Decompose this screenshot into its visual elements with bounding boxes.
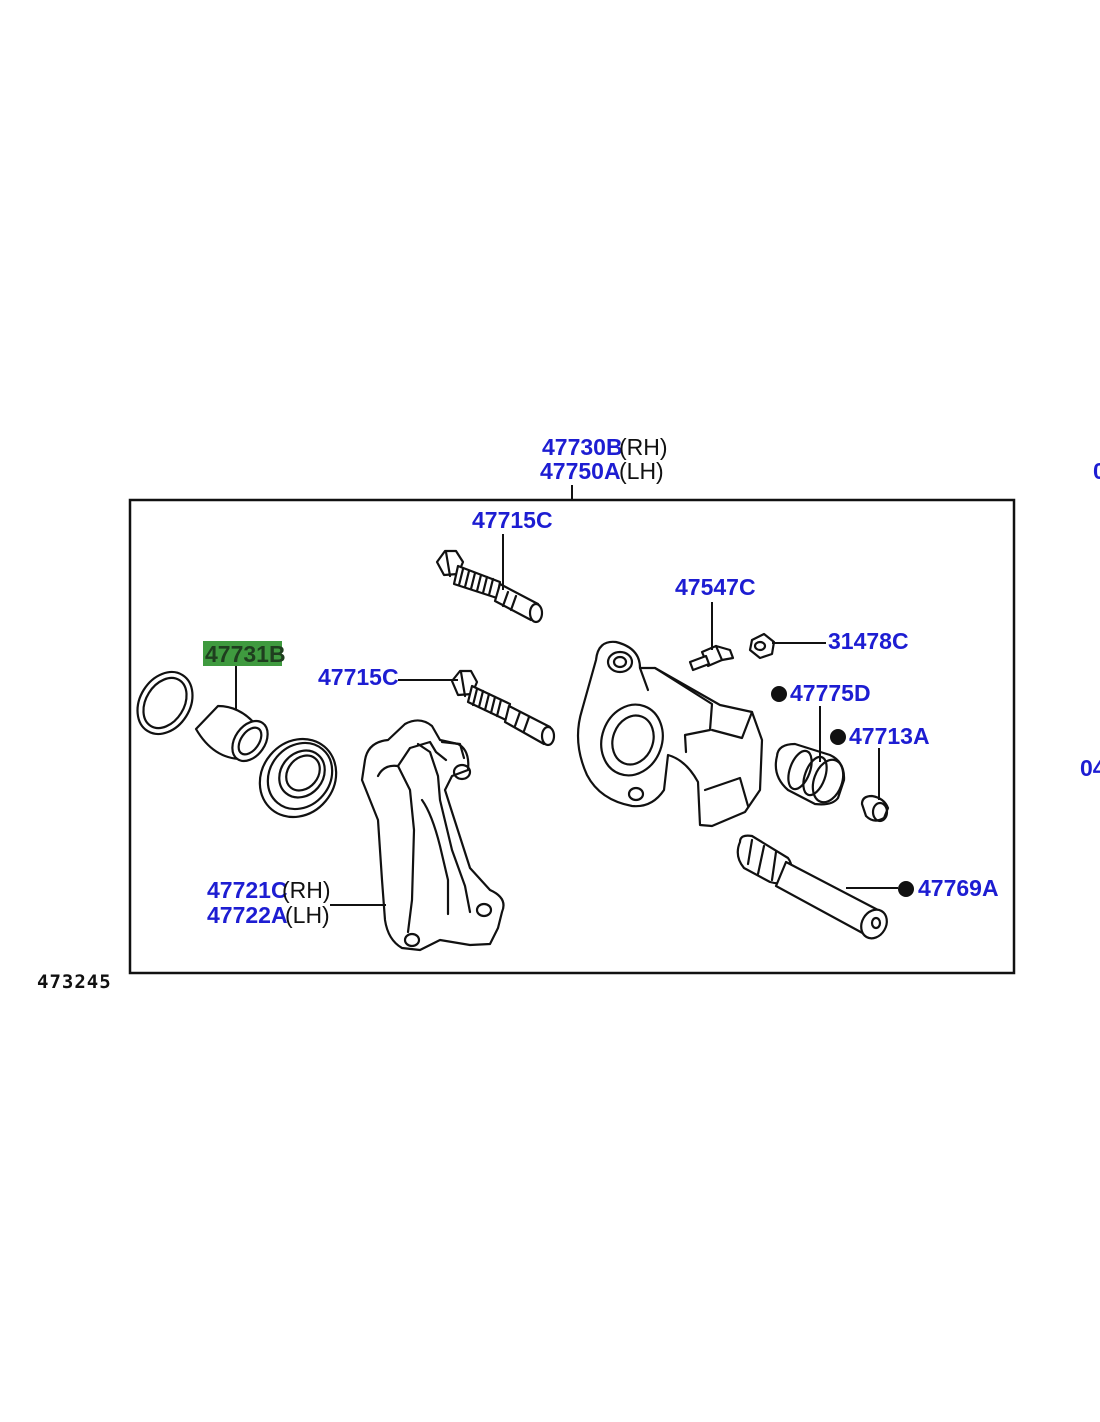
label-assembly-rh-suffix: (RH)	[619, 434, 668, 460]
label-mounting-rh-code[interactable]: 47721C	[207, 877, 288, 903]
label-mounting-rh-suffix: (RH)	[282, 877, 331, 903]
label-assembly-lh[interactable]: 47750A (LH)	[540, 458, 664, 484]
label-assembly-lh-suffix: (LH)	[619, 458, 664, 484]
label-mounting-rh[interactable]: 47721C (RH)	[207, 877, 331, 903]
edge-label-top: 0	[1093, 458, 1100, 484]
boot-drawing	[774, 742, 846, 806]
label-guide-pin-lower[interactable]: 47715C	[318, 664, 399, 690]
piston-seal-ring-drawing	[136, 670, 194, 736]
piston-kit-highlight	[203, 641, 282, 666]
label-slide-pin[interactable]: 47769A	[918, 875, 999, 901]
label-cap[interactable]: 31478C	[828, 628, 909, 654]
label-guide-pin-upper[interactable]: 47715C	[472, 507, 553, 533]
edge-label-middle: 04	[1080, 755, 1100, 781]
label-mounting-lh[interactable]: 47722A (LH)	[207, 902, 330, 928]
dust-boot-drawing	[258, 737, 338, 819]
label-assembly-rh[interactable]: 47730B (RH)	[542, 434, 668, 460]
bleeder-drawing	[688, 644, 735, 672]
label-mounting-lh-suffix: (LH)	[285, 902, 330, 928]
label-piston-kit[interactable]: 47731B	[205, 641, 286, 667]
caliper-body-drawing	[576, 640, 764, 828]
label-bushing[interactable]: 47713A	[849, 723, 930, 749]
figure-number: 473245	[37, 971, 112, 993]
slide-pin-drawing	[736, 834, 888, 940]
cap-drawing	[748, 632, 776, 660]
mounting-bracket-drawing	[360, 719, 505, 952]
guide-pin-upper-drawing	[435, 549, 544, 624]
label-assembly-lh-code[interactable]: 47750A	[540, 458, 621, 484]
boot-marker-icon	[771, 686, 787, 702]
bushing-marker-icon	[830, 729, 846, 745]
piston-drawing	[194, 704, 269, 763]
label-bleeder[interactable]: 47547C	[675, 574, 756, 600]
label-assembly-rh-code[interactable]: 47730B	[542, 434, 623, 460]
label-mounting-lh-code[interactable]: 47722A	[207, 902, 288, 928]
slide-pin-marker-icon	[898, 881, 914, 897]
label-boot[interactable]: 47775D	[790, 680, 871, 706]
bushing-drawing	[860, 794, 890, 823]
guide-pin-lower-drawing	[450, 669, 556, 747]
